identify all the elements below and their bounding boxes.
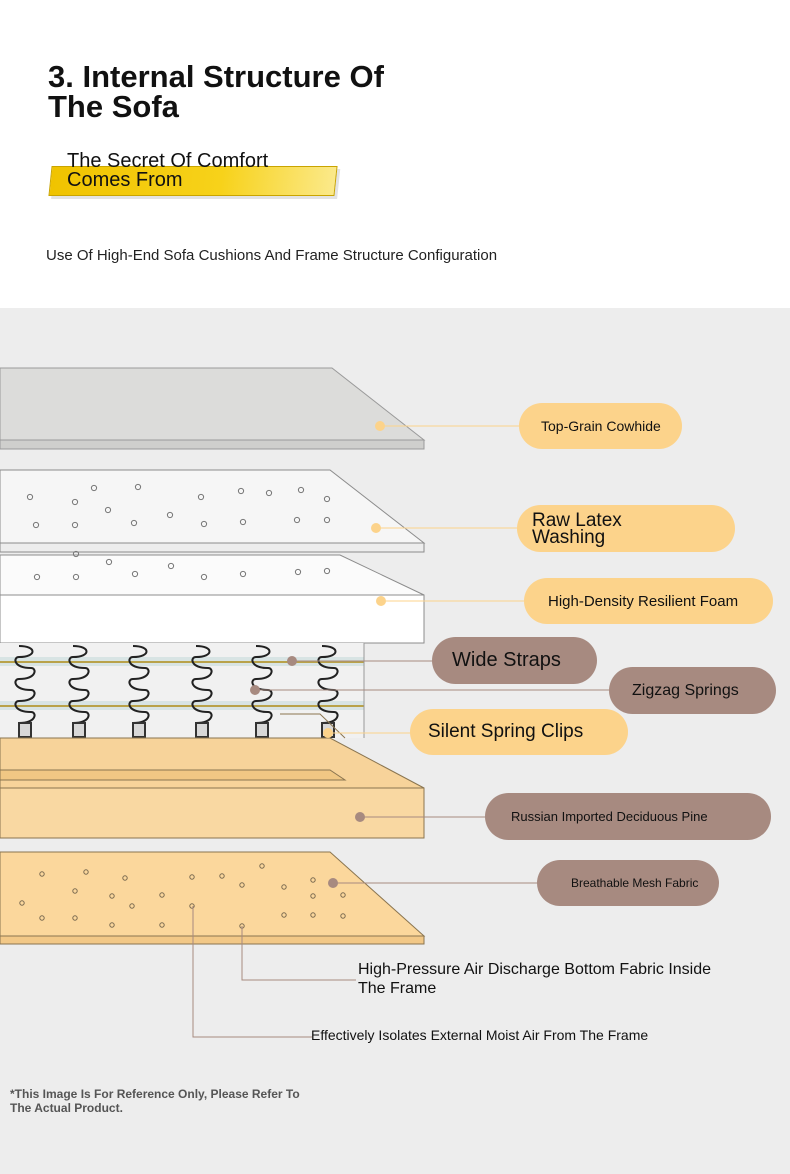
texture-dot xyxy=(71,521,79,529)
cowhide-layer xyxy=(0,367,426,450)
leader-dots xyxy=(250,421,386,888)
spring-clip xyxy=(255,722,269,738)
subtitle: The Secret Of Comfort Comes From xyxy=(67,150,269,191)
texture-dot xyxy=(159,892,165,898)
texture-dot xyxy=(310,912,316,918)
texture-dot xyxy=(239,570,247,578)
label-text: Top-Grain Cowhide xyxy=(541,418,661,434)
label-text: Zigzag Springs xyxy=(632,681,739,699)
texture-dot xyxy=(323,495,331,503)
texture-dot xyxy=(129,903,135,909)
texture-dot xyxy=(109,893,115,899)
texture-dot xyxy=(297,486,305,494)
texture-dot xyxy=(310,877,316,883)
label-raw-latex: Raw Latex Washing xyxy=(517,505,735,552)
header-section xyxy=(0,0,790,308)
texture-dot xyxy=(104,506,112,514)
texture-dot xyxy=(72,550,80,558)
spring-clip xyxy=(195,722,209,738)
label-text: Wide Straps xyxy=(452,649,561,671)
texture-dot xyxy=(83,869,89,875)
spring-clip xyxy=(72,722,86,738)
note-air-discharge: High-Pressure Air Discharge Bottom Fabri… xyxy=(358,961,712,997)
texture-dot xyxy=(71,498,79,506)
spring-clip xyxy=(132,722,146,738)
label-text: Breathable Mesh Fabric xyxy=(571,876,699,890)
texture-dot xyxy=(239,518,247,526)
label-spring-clips: Silent Spring Clips xyxy=(410,709,628,755)
texture-dot xyxy=(109,922,115,928)
texture-dot xyxy=(294,568,302,576)
label-top-grain-cowhide: Top-Grain Cowhide xyxy=(519,403,682,449)
disclaimer: *This Image Is For Reference Only, Pleas… xyxy=(10,1087,300,1115)
label-text: Raw Latex Washing xyxy=(532,509,622,548)
texture-dot xyxy=(72,573,80,581)
texture-dot xyxy=(159,922,165,928)
texture-dot xyxy=(200,520,208,528)
zigzag-spring xyxy=(191,645,213,724)
zigzag-spring xyxy=(317,645,339,724)
texture-dot xyxy=(340,892,346,898)
zigzag-spring xyxy=(68,645,90,724)
texture-dot xyxy=(131,570,139,578)
label-text: Silent Spring Clips xyxy=(428,721,584,742)
texture-dot xyxy=(26,493,34,501)
texture-dot xyxy=(219,873,225,879)
texture-dot xyxy=(19,900,25,906)
texture-dot xyxy=(200,573,208,581)
zigzag-spring xyxy=(251,645,273,724)
texture-dot xyxy=(166,511,174,519)
texture-dot xyxy=(72,888,78,894)
spring-clip xyxy=(18,722,32,738)
texture-dot xyxy=(293,516,301,524)
texture-dot xyxy=(259,863,265,869)
texture-dot xyxy=(310,893,316,899)
texture-dot xyxy=(197,493,205,501)
texture-dot xyxy=(32,521,40,529)
label-zigzag-springs: Zigzag Springs xyxy=(609,667,776,714)
note-moist-air: Effectively Isolates External Moist Air … xyxy=(311,1027,649,1043)
lead-text: Use Of High-End Sofa Cushions And Frame … xyxy=(46,247,498,264)
label-foam: High-Density Resilient Foam xyxy=(524,578,773,624)
texture-dot xyxy=(323,516,331,524)
leader-lines xyxy=(192,425,610,1038)
texture-dot xyxy=(265,489,273,497)
texture-dot xyxy=(134,483,142,491)
texture-dot xyxy=(130,519,138,527)
texture-dot xyxy=(39,871,45,877)
latex-layer xyxy=(0,469,426,553)
texture-dot xyxy=(90,484,98,492)
label-text: High-Density Resilient Foam xyxy=(548,592,739,610)
texture-dot xyxy=(167,562,175,570)
texture-dot xyxy=(72,915,78,921)
mesh-layer xyxy=(0,851,426,945)
texture-dot xyxy=(340,913,346,919)
label-pine: Russian Imported Deciduous Pine xyxy=(485,793,771,840)
page-title: 3. Internal Structure Of The Sofa xyxy=(48,59,384,124)
label-text: Russian Imported Deciduous Pine xyxy=(511,809,708,824)
label-mesh: Breathable Mesh Fabric xyxy=(537,860,719,906)
texture-dot xyxy=(239,882,245,888)
texture-dot xyxy=(323,567,331,575)
texture-dot xyxy=(281,884,287,890)
texture-dot xyxy=(281,912,287,918)
label-wide-straps: Wide Straps xyxy=(432,637,597,684)
texture-dot xyxy=(189,874,195,880)
texture-dot xyxy=(189,903,195,909)
zigzag-spring xyxy=(14,645,36,724)
texture-dot xyxy=(105,558,113,566)
pine-frame xyxy=(0,713,425,839)
texture-dot xyxy=(122,875,128,881)
texture-dot xyxy=(39,915,45,921)
texture-dot xyxy=(237,487,245,495)
texture-dot xyxy=(33,573,41,581)
foam-layer xyxy=(0,550,425,644)
zigzag-spring xyxy=(128,645,150,724)
